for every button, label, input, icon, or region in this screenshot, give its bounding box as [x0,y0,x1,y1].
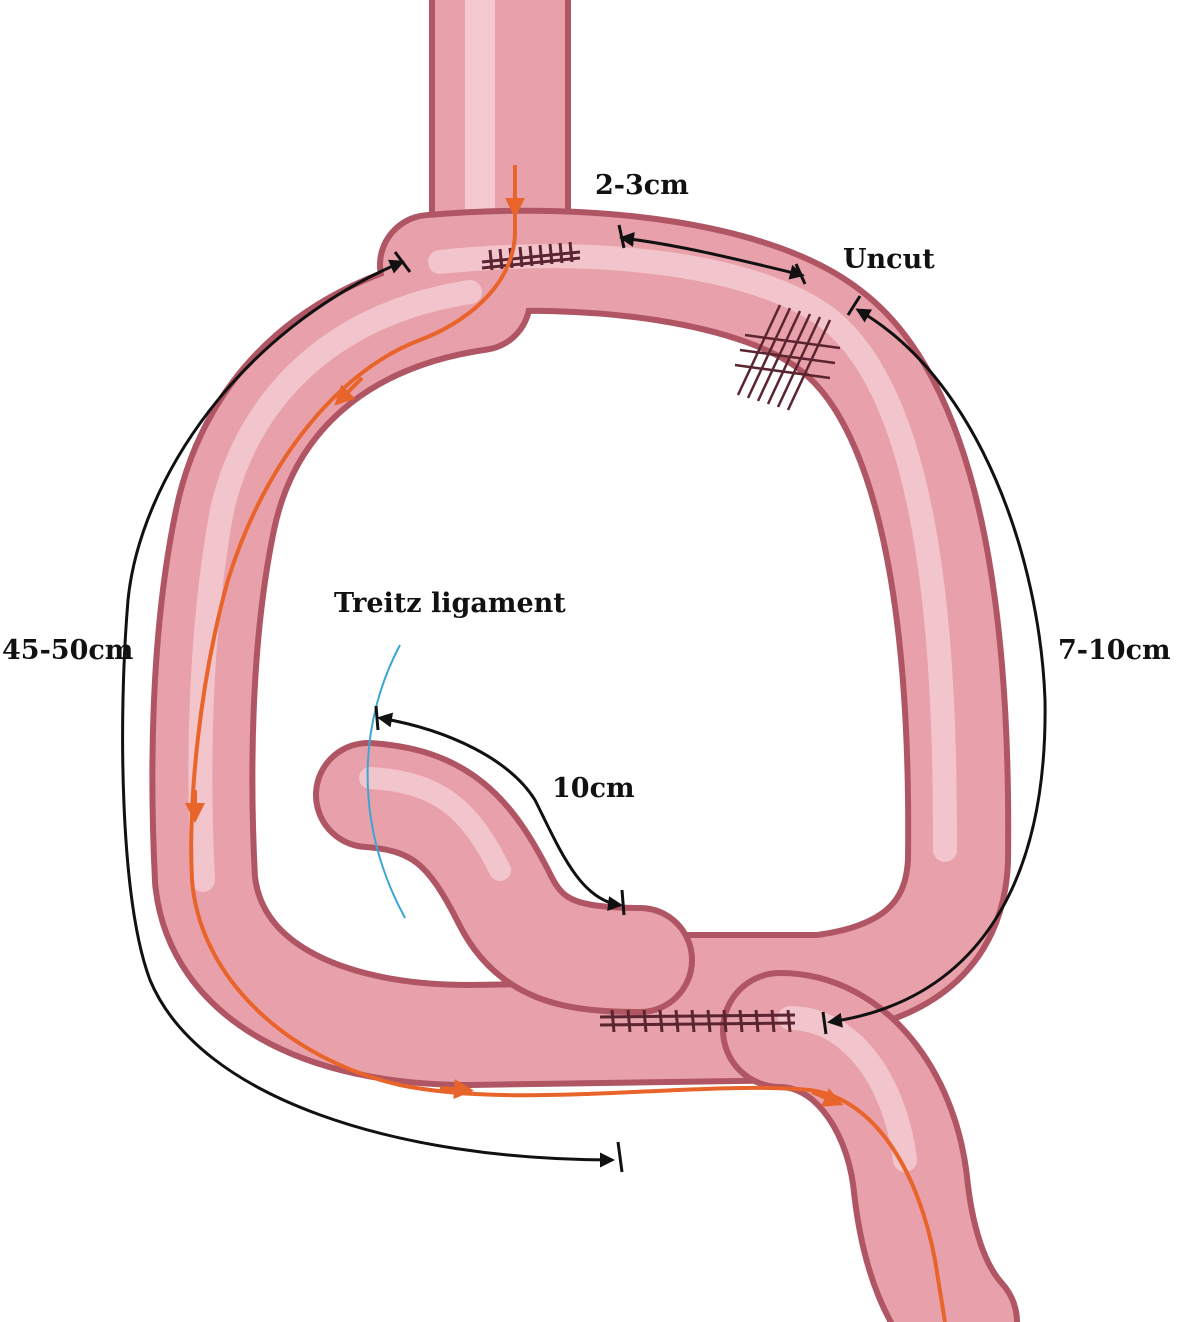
label-2-3cm: 2-3cm [595,170,689,201]
label-10cm: 10cm [552,773,635,804]
label-45-50cm: 45-50cm [2,635,133,666]
measure-7-10cm [821,295,1047,1035]
measurements [121,224,1047,1173]
label-uncut: Uncut [843,244,935,275]
efferent-limb [720,970,1020,1322]
bowel [149,0,1020,1322]
uncut-staple-band [734,304,841,411]
measure-45-50cm [121,251,624,1173]
lower-anastomosis-sutures [599,1009,796,1033]
labels: 2-3cm Uncut 45-50cm 7-10cm Treitz ligame… [2,170,1171,804]
flow-arrow-upper-left [334,376,364,406]
gastric-stump [428,0,572,245]
flow-arrow-bottom [439,1079,474,1100]
flow-line [189,165,947,1322]
food-flow-path [185,165,947,1322]
label-treitz-ligament: Treitz ligament [334,588,566,619]
flow-arrow-right [811,1088,844,1107]
measure-2-3cm [617,224,807,285]
afferent-limb [313,740,695,1015]
label-7-10cm: 7-10cm [1058,635,1171,666]
measure-10cm [374,705,626,916]
